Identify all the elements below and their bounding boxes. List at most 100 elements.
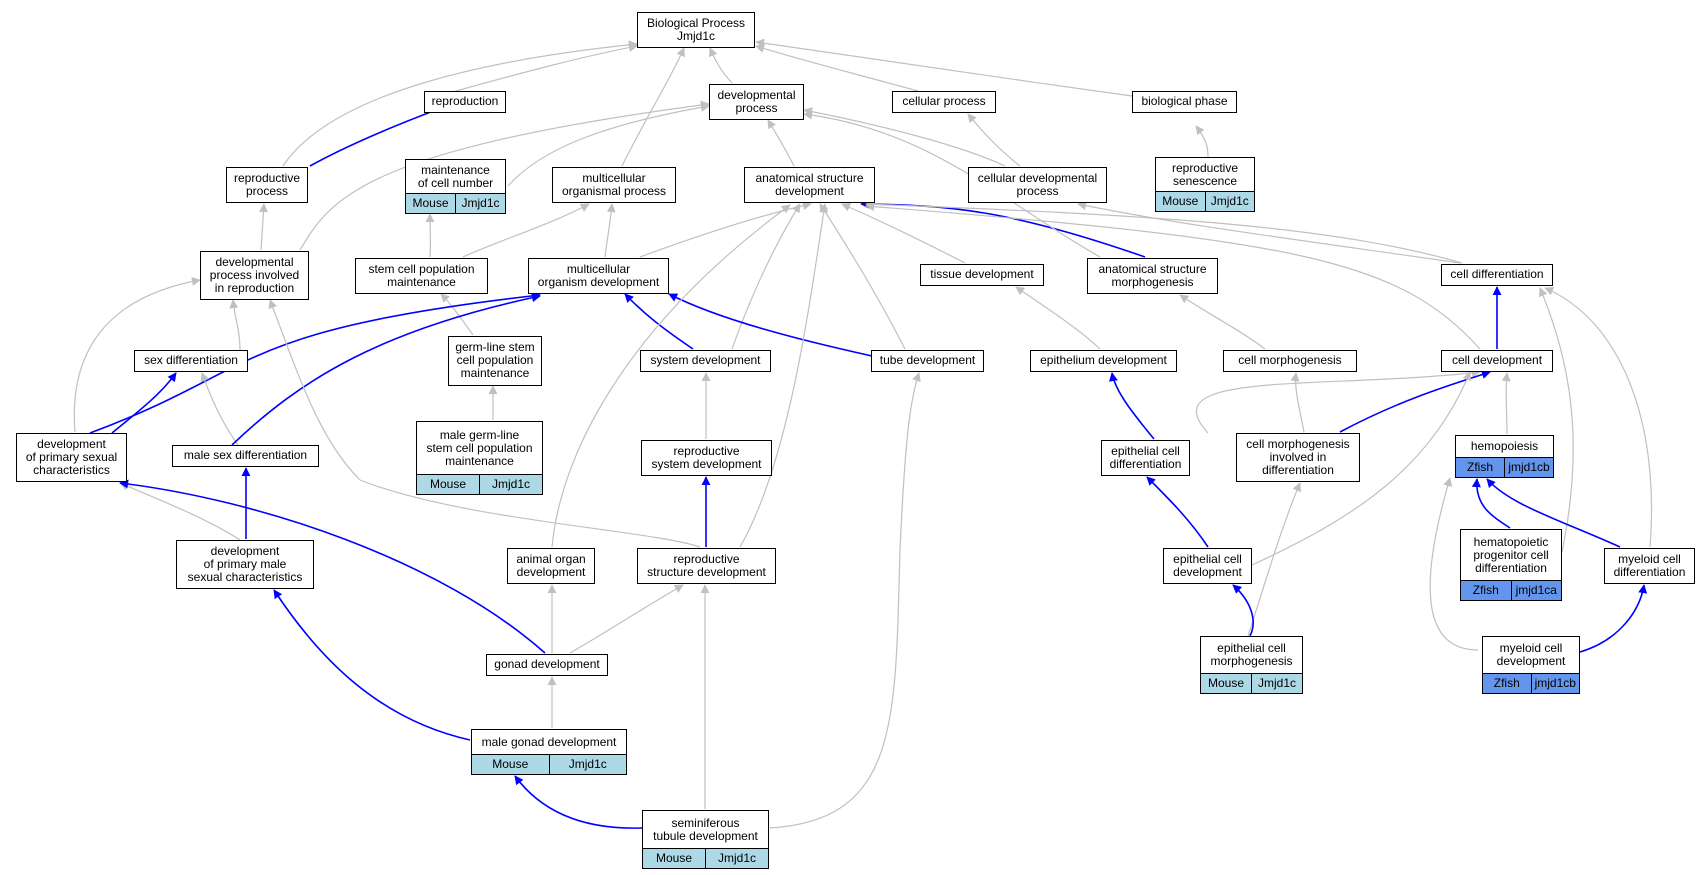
edge-male-sex-diff-to-organism-dev	[231, 293, 541, 446]
go-term-dev-primary-male[interactable]: development of primary male sexual chara…	[176, 540, 314, 589]
edge-primary-sexual-to-dev-reproduction	[73, 277, 201, 433]
go-term-gonad-development[interactable]: gonad development	[486, 654, 608, 676]
go-term-label: cell development	[1451, 353, 1543, 367]
go-term-epithelium-development[interactable]: epithelium development	[1030, 350, 1177, 372]
go-term-tissue-development[interactable]: tissue development	[920, 264, 1044, 286]
edge-anatomical-dev-to-developmental	[767, 119, 795, 167]
go-term-label: male gonad development	[481, 734, 617, 749]
go-term-label: anatomical structure development	[755, 170, 864, 198]
go-term-dev-process-reproduction[interactable]: developmental process involved in reprod…	[200, 251, 309, 300]
go-term-label: anatomical structure morphogenesis	[1098, 261, 1207, 289]
go-term-germline-stem-cell[interactable]: germ-line stem cell population maintenan…	[448, 336, 542, 386]
go-term-myeloid-cell-differentiation[interactable]: myeloid cell differentiation	[1604, 548, 1695, 584]
go-term-stem-cell-pop-maintenance[interactable]: stem cell population maintenance	[355, 258, 488, 294]
go-term-developmental-process[interactable]: developmental process	[709, 84, 804, 120]
edge-gonad-to-primary-sexual	[119, 479, 546, 654]
edge-reproductive-process-to-root	[282, 40, 638, 167]
go-term-multicellular-organism-development[interactable]: multicellular organism development	[528, 258, 669, 294]
go-term-cell-development[interactable]: cell development	[1441, 350, 1553, 372]
edge-cell-morph-diff-to-cell-diff	[1195, 368, 1481, 434]
edge-epithelial-dev-to-epithelial-diff	[1146, 476, 1209, 548]
edge-multicellular-organismal-to-root	[621, 47, 685, 167]
edge-myeloid-dev-to-myeloid-diff	[1579, 584, 1648, 653]
go-term-epithelial-cell-development[interactable]: epithelial cell development	[1163, 548, 1252, 584]
go-term-multicellular-organismal-process[interactable]: multicellular organismal process	[552, 167, 676, 203]
edge-epithelium-to-tissue	[1015, 286, 1101, 350]
go-term-cellular-process[interactable]: cellular process	[892, 91, 996, 113]
go-term-system-development[interactable]: system development	[640, 350, 771, 372]
go-term-epithelial-cell-differentiation[interactable]: epithelial cell differentiation	[1101, 440, 1190, 476]
go-term-animal-organ-development[interactable]: animal organ development	[507, 548, 595, 584]
go-term-label: myeloid cell differentiation	[1613, 551, 1686, 579]
go-term-male-germline-stem-cell[interactable]: male germ-line stem cell population main…	[416, 421, 543, 495]
edge-male-sex-diff-to-sex-diff	[200, 372, 239, 446]
gene-tag: Jmjd1c	[479, 475, 542, 494]
go-term-label: sex differentiation	[144, 353, 238, 367]
edge-organism-dev-to-organismal	[604, 203, 616, 258]
edge-morphogenesis-to-anatomical	[860, 199, 1146, 258]
go-term-label: animal organ development	[516, 551, 586, 579]
edge-epithelial-morph-to-epithelial-dev	[1232, 584, 1254, 637]
go-term-label: gonad development	[494, 657, 600, 671]
species-tag: Zfish	[1493, 676, 1520, 690]
edge-cellular-dev-proc-to-cellular	[967, 113, 1021, 167]
go-term-cell-differentiation[interactable]: cell differentiation	[1441, 264, 1553, 286]
edge-cell-morph-to-anatomical-morph	[1179, 294, 1266, 350]
go-term-label: multicellular organism development	[537, 261, 660, 289]
edge-primary-sexual-to-sex-diff	[111, 372, 177, 434]
edge-progenitor-to-hemopoiesis	[1471, 478, 1511, 529]
go-term-label: germ-line stem cell population maintenan…	[455, 340, 535, 380]
edge-repro-structure-to-anatomical	[739, 203, 829, 548]
gene-tag: Jmjd1c	[1251, 674, 1302, 693]
species-tag: Mouse	[492, 757, 529, 771]
go-term-cellular-developmental-process[interactable]: cellular developmental process	[968, 167, 1107, 203]
go-term-reproductive-system-development[interactable]: reproductive system development	[641, 440, 772, 476]
go-term-root[interactable]: Biological Process Jmjd1c	[637, 12, 755, 48]
go-term-sex-differentiation[interactable]: sex differentiation	[134, 350, 248, 372]
edge-tube-dev-to-organism-dev	[668, 293, 873, 357]
go-term-tube-development[interactable]: tube development	[871, 350, 984, 372]
go-term-reproduction[interactable]: reproduction	[424, 91, 506, 113]
go-term-label: multicellular organismal process	[561, 170, 667, 198]
edge-organism-dev-to-anatomical	[639, 201, 812, 258]
go-term-label: developmental process	[717, 87, 796, 115]
go-term-hematopoietic-progenitor[interactable]: hematopoietic progenitor cell differenti…	[1460, 529, 1562, 601]
go-term-label: epithelial cell morphogenesis	[1210, 641, 1293, 668]
gene-tag: jmjd1cb	[1504, 458, 1553, 477]
edge-myeloid-diff-to-hemopoiesis	[1486, 478, 1621, 548]
go-term-label: cell morphogenesis	[1238, 353, 1342, 367]
go-term-anatomical-structure-development[interactable]: anatomical structure development	[744, 167, 875, 203]
go-term-biological-phase[interactable]: biological phase	[1132, 91, 1237, 113]
go-term-dev-primary-sexual[interactable]: development of primary sexual characteri…	[16, 433, 127, 482]
go-term-label: hematopoietic progenitor cell differenti…	[1473, 534, 1549, 575]
edge-gonad-to-repro-structure	[569, 584, 684, 654]
edge-senescence-to-biological-phase	[1195, 125, 1209, 158]
edge-dev-reproduction-to-reproductive	[259, 203, 268, 251]
edge-dev-reproduction-to-developmental	[299, 100, 710, 251]
gene-tag: Jmjd1c	[455, 194, 505, 213]
go-term-label: male germ-line stem cell population main…	[426, 427, 533, 468]
go-term-reproductive-process[interactable]: reproductive process	[226, 167, 308, 203]
go-term-cell-morphogenesis-differentiation[interactable]: cell morphogenesis involved in different…	[1236, 433, 1360, 482]
go-term-anatomical-structure-morphogenesis[interactable]: anatomical structure morphogenesis	[1087, 258, 1218, 294]
go-term-label: hemopoiesis	[1470, 439, 1539, 453]
gene-tag: Jmjd1c	[705, 849, 768, 868]
go-term-label: male sex differentiation	[183, 448, 308, 462]
go-term-male-sex-differentiation[interactable]: male sex differentiation	[172, 445, 319, 467]
go-term-cell-morphogenesis[interactable]: cell morphogenesis	[1223, 350, 1357, 372]
gene-tag: jmjd1cb	[1530, 674, 1580, 693]
go-term-reproductive-structure-development[interactable]: reproductive structure development	[637, 548, 776, 584]
go-term-label: epithelial cell differentiation	[1109, 443, 1182, 471]
go-term-label: myeloid cell development	[1496, 641, 1566, 668]
